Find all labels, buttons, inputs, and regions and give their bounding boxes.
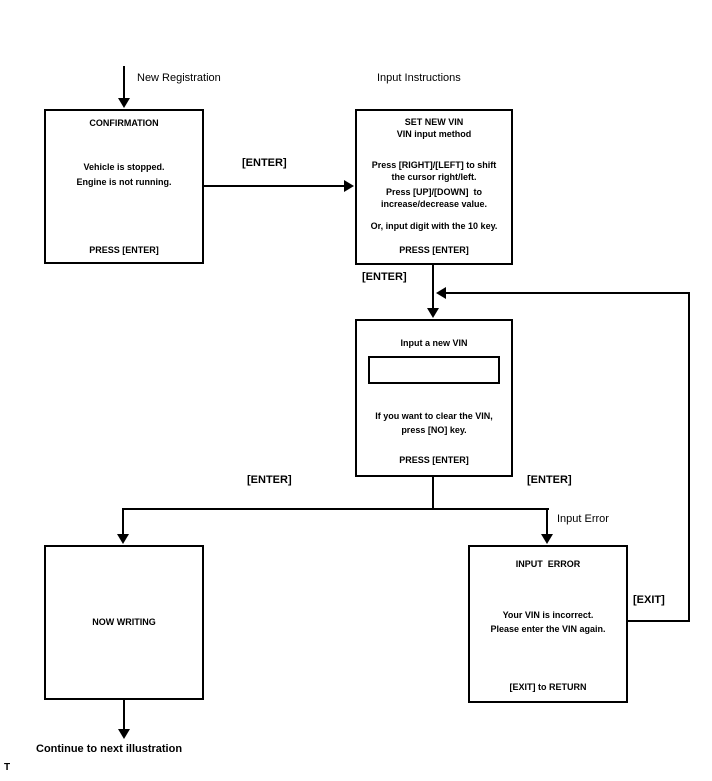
set-new-vin-instruction-1: Press [RIGHT]/[LEFT] to shift: [371, 160, 497, 170]
box-confirmation: CONFIRMATION Vehicle is stopped. Engine …: [44, 109, 204, 264]
box-now-writing: NOW WRITING: [44, 545, 204, 700]
connector-continue: [123, 700, 125, 731]
set-new-vin-footer: PRESS [ENTER]: [399, 245, 469, 255]
vin-input-field: [368, 356, 500, 384]
label-new-registration: New Registration: [137, 72, 221, 84]
input-error-footer: [EXIT] to RETURN: [509, 682, 587, 692]
set-new-vin-instruction-2: the cursor right/left.: [391, 172, 477, 182]
confirmation-body-line1: Vehicle is stopped.: [83, 162, 165, 172]
input-new-vin-footer: PRESS [ENTER]: [399, 455, 469, 465]
confirmation-title: CONFIRMATION: [89, 118, 159, 128]
arrowhead-branch-left-icon: [117, 534, 129, 544]
connector-exit-return-top: [446, 292, 690, 294]
label-enter-left-branch: [ENTER]: [247, 474, 292, 486]
arrowhead-exit-return-icon: [436, 287, 446, 299]
arrowhead-set-to-input-icon: [427, 308, 439, 318]
connector-set-to-input: [432, 265, 434, 310]
label-enter-confirm-to-set: [ENTER]: [242, 157, 287, 169]
input-new-vin-note-1: If you want to clear the VIN,: [375, 411, 493, 421]
set-new-vin-subtitle: VIN input method: [396, 129, 472, 139]
connector-branch-left: [122, 508, 124, 535]
label-enter-set-to-input: [ENTER]: [362, 271, 407, 283]
input-error-body-1: Your VIN is incorrect.: [502, 610, 594, 620]
label-continue: Continue to next illustration: [36, 743, 183, 755]
connector-new-registration: [123, 66, 125, 99]
input-new-vin-note-2: press [NO] key.: [401, 425, 467, 435]
confirmation-body-line2: Engine is not running.: [76, 177, 172, 187]
arrowhead-branch-right-icon: [541, 534, 553, 544]
arrowhead-new-registration-icon: [118, 98, 130, 108]
label-enter-right-branch: [ENTER]: [527, 474, 572, 486]
input-error-title: INPUT ERROR: [515, 559, 581, 569]
confirmation-footer: PRESS [ENTER]: [89, 245, 159, 255]
set-new-vin-instruction-5: Or, input digit with the 10 key.: [370, 221, 498, 231]
set-new-vin-instruction-3: Press [UP]/[DOWN] to: [385, 187, 482, 197]
connector-confirm-to-set: [204, 185, 345, 187]
now-writing-title: NOW WRITING: [92, 617, 156, 627]
page-footnote: T: [4, 762, 11, 773]
connector-branch-right: [546, 508, 548, 535]
box-input-error: INPUT ERROR Your VIN is incorrect. Pleas…: [468, 545, 628, 703]
connector-input-branch-stem: [432, 477, 434, 510]
connector-input-branch-cross: [122, 508, 549, 510]
input-new-vin-title: Input a new VIN: [400, 338, 468, 348]
connector-exit-return-right: [688, 292, 690, 622]
set-new-vin-title: SET NEW VIN: [404, 117, 464, 127]
box-set-new-vin: SET NEW VIN VIN input method Press [RIGH…: [355, 109, 513, 265]
label-input-error: Input Error: [557, 513, 609, 525]
connector-exit-return-bottom: [628, 620, 690, 622]
arrowhead-confirm-to-set-icon: [344, 180, 354, 192]
label-exit: [EXIT]: [633, 594, 665, 606]
set-new-vin-instruction-4: increase/decrease value.: [380, 199, 488, 209]
input-error-body-2: Please enter the VIN again.: [490, 624, 606, 634]
arrowhead-continue-icon: [118, 729, 130, 739]
label-input-instructions: Input Instructions: [377, 72, 461, 84]
box-input-new-vin: Input a new VIN If you want to clear the…: [355, 319, 513, 477]
